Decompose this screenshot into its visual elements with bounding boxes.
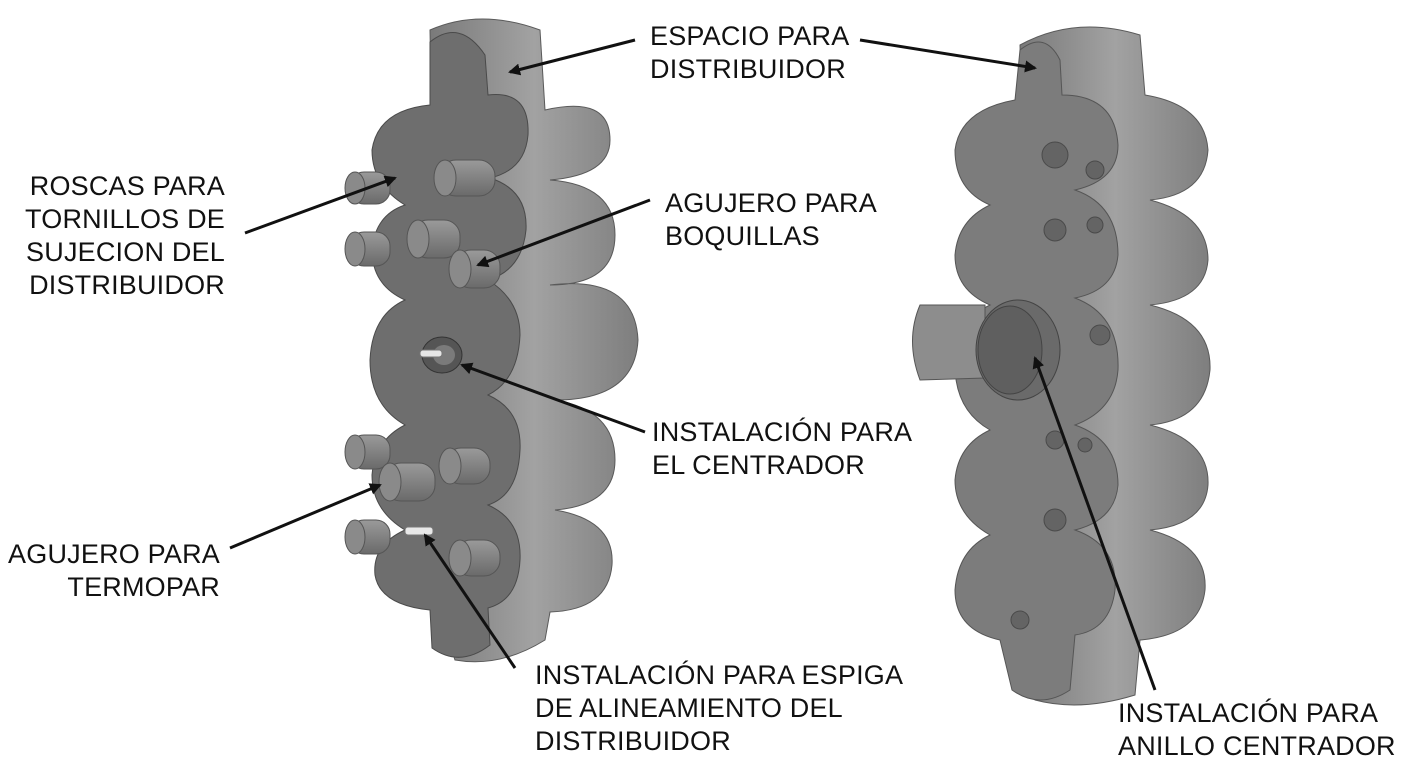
arrow-centrador	[460, 362, 646, 434]
arrow-espiga	[423, 533, 517, 669]
arrow-termopar	[229, 483, 382, 550]
label-line: EL CENTRADOR	[652, 450, 865, 480]
label-line: ANILLO CENTRADOR	[1118, 731, 1396, 761]
label-line: AGUJERO PARA	[8, 539, 220, 569]
label-instalacion-centrador: INSTALACIÓN PARA EL CENTRADOR	[652, 416, 912, 482]
label-line: DE ALINEAMIENTO DEL	[535, 693, 843, 723]
label-line: DISTRIBUIDOR	[650, 54, 846, 84]
label-line: AGUJERO PARA	[665, 188, 877, 218]
label-instalacion-espiga: INSTALACIÓN PARA ESPIGA DE ALINEAMIENTO …	[535, 659, 903, 758]
label-line: BOQUILLAS	[665, 221, 820, 251]
arrow-roscas	[244, 175, 397, 235]
right-holes	[1010, 141, 1111, 630]
arrow-boquillas	[476, 198, 651, 268]
left-manifold-plate	[344, 18, 639, 663]
right-plate-flange	[912, 304, 986, 381]
label-line: TORNILLOS DE	[25, 204, 225, 234]
label-line: SUJECION DEL	[26, 237, 225, 267]
callout-arrows	[229, 38, 1157, 691]
arrow-anillo	[1032, 356, 1157, 691]
label-agujero-boquillas: AGUJERO PARA BOQUILLAS	[665, 187, 877, 253]
label-line: ESPACIO PARA	[650, 21, 850, 51]
arrow-espacio-right	[859, 38, 1037, 73]
label-instalacion-anillo: INSTALACIÓN PARA ANILLO CENTRADOR	[1118, 697, 1396, 763]
label-line: DISTRIBUIDOR	[29, 270, 225, 300]
right-manifold-plate	[912, 26, 1211, 706]
label-agujero-termopar: AGUJERO PARA TERMOPAR	[0, 538, 220, 604]
label-line: INSTALACIÓN PARA	[652, 417, 913, 447]
label-line: INSTALACIÓN PARA ESPIGA	[535, 660, 904, 690]
label-line: DISTRIBUIDOR	[535, 726, 731, 756]
label-roscas-tornillos: ROSCAS PARA TORNILLOS DE SUJECION DEL DI…	[20, 170, 225, 302]
label-line: ROSCAS PARA	[29, 171, 225, 201]
label-espacio-distribuidor: ESPACIO PARA DISTRIBUIDOR	[650, 20, 849, 86]
left-centrador	[419, 336, 463, 374]
label-line: TERMOPAR	[67, 572, 220, 602]
arrow-espacio-left	[508, 38, 636, 76]
label-line: INSTALACIÓN PARA	[1118, 698, 1379, 728]
